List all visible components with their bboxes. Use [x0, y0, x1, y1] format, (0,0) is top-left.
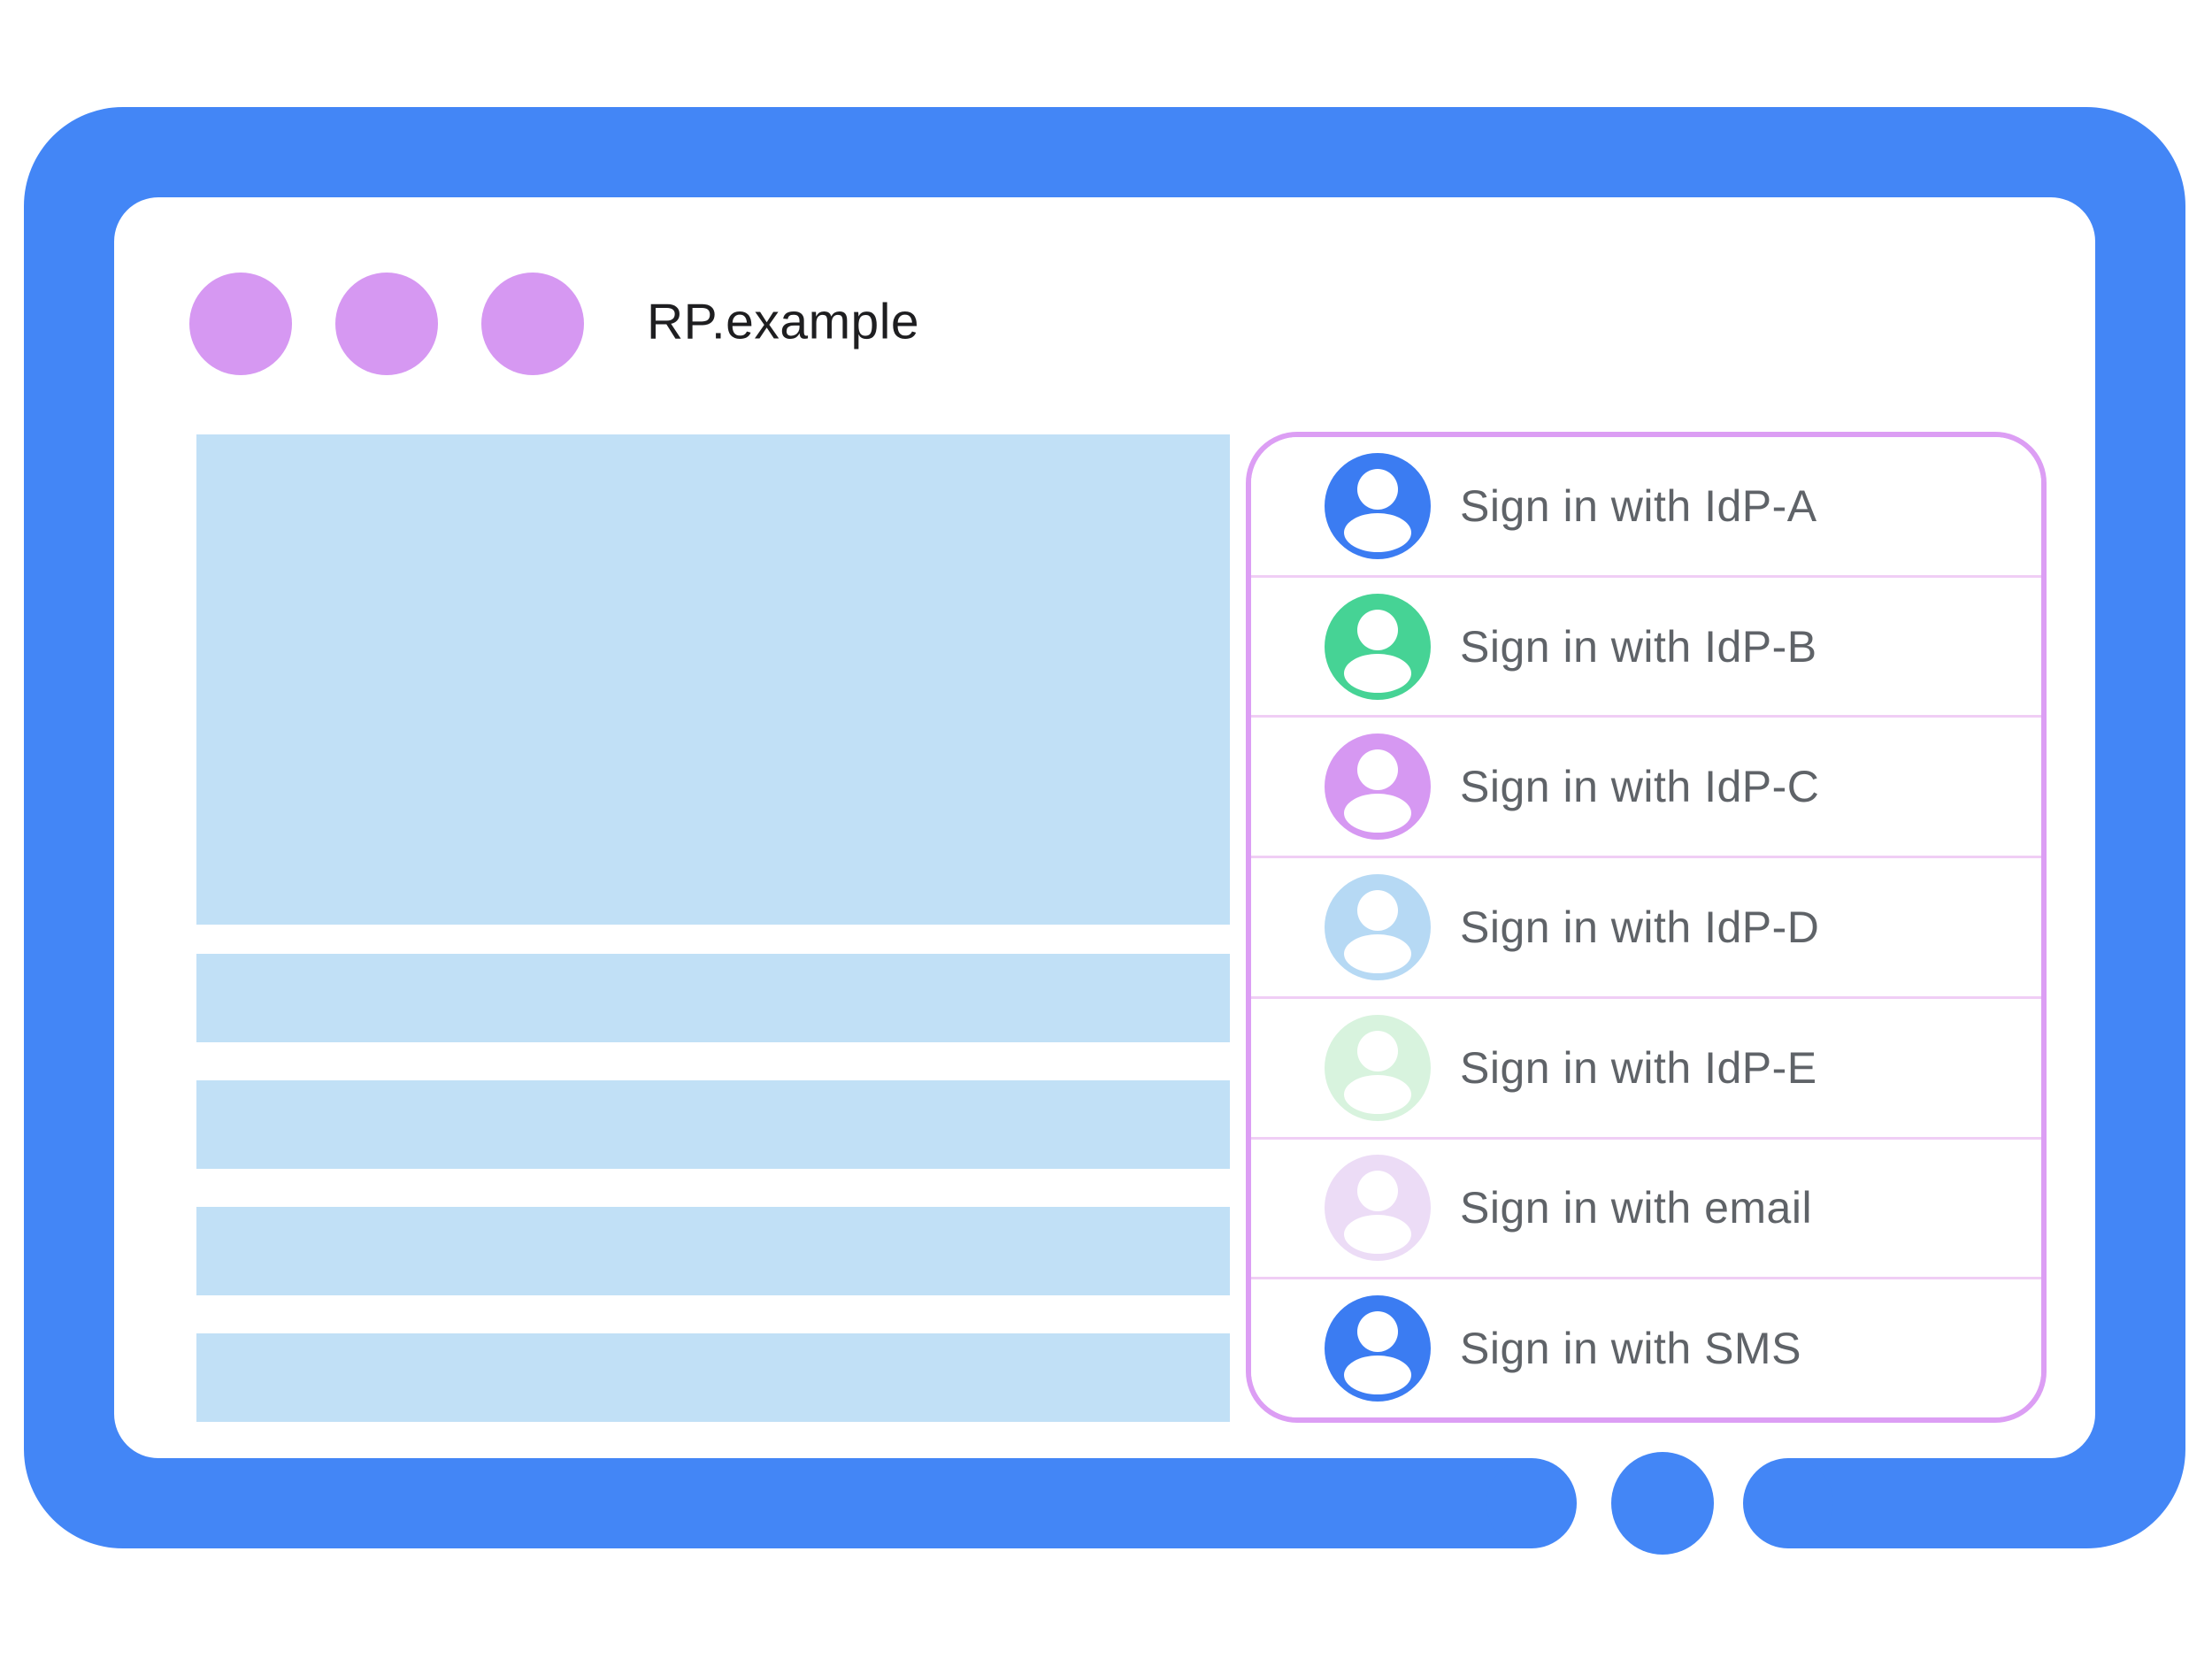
window-dot-icon: [335, 273, 438, 375]
signin-option-idp-a[interactable]: Sign in with IdP-A: [1251, 437, 2041, 578]
frame-bottom-right-cap: [1743, 1458, 1833, 1548]
signin-option-label: Sign in with IdP-D: [1460, 902, 1820, 953]
user-avatar-icon: [1325, 1014, 1431, 1121]
signin-option-label: Sign in with email: [1460, 1183, 1813, 1233]
signin-option-label: Sign in with IdP-B: [1460, 621, 1817, 672]
user-avatar-icon: [1325, 593, 1431, 700]
signin-option-label: Sign in with SMS: [1460, 1324, 1801, 1374]
user-avatar-icon: [1325, 874, 1431, 981]
signin-option-sms[interactable]: Sign in with SMS: [1251, 1279, 2041, 1417]
content-placeholder-line: [196, 954, 1230, 1042]
signin-option-idp-d[interactable]: Sign in with IdP-D: [1251, 858, 2041, 999]
signin-option-email[interactable]: Sign in with email: [1251, 1139, 2041, 1280]
frame-bottom-left-cap: [1486, 1458, 1577, 1548]
signin-option-label: Sign in with IdP-C: [1460, 762, 1820, 812]
user-avatar-icon: [1325, 733, 1431, 841]
signin-option-idp-b[interactable]: Sign in with IdP-B: [1251, 577, 2041, 718]
content-placeholder-hero: [196, 434, 1230, 925]
window-dot-icon: [189, 273, 292, 375]
home-button: [1611, 1452, 1714, 1555]
user-avatar-icon: [1325, 1155, 1431, 1262]
content-placeholder-line: [196, 1333, 1230, 1422]
content-placeholder-line: [196, 1080, 1230, 1169]
user-avatar-icon: [1325, 452, 1431, 559]
signin-option-idp-e[interactable]: Sign in with IdP-E: [1251, 998, 2041, 1140]
signin-option-idp-c[interactable]: Sign in with IdP-C: [1251, 718, 2041, 859]
signin-dialog: Sign in with IdP-A Sign in with IdP-B Si…: [1246, 432, 2047, 1423]
content-placeholder-line: [196, 1207, 1230, 1295]
user-avatar-icon: [1325, 1295, 1431, 1402]
signin-option-label: Sign in with IdP-E: [1460, 1042, 1817, 1093]
window-dot-icon: [481, 273, 584, 375]
signin-option-label: Sign in with IdP-A: [1460, 480, 1817, 531]
page-title: RP.example: [647, 293, 920, 350]
